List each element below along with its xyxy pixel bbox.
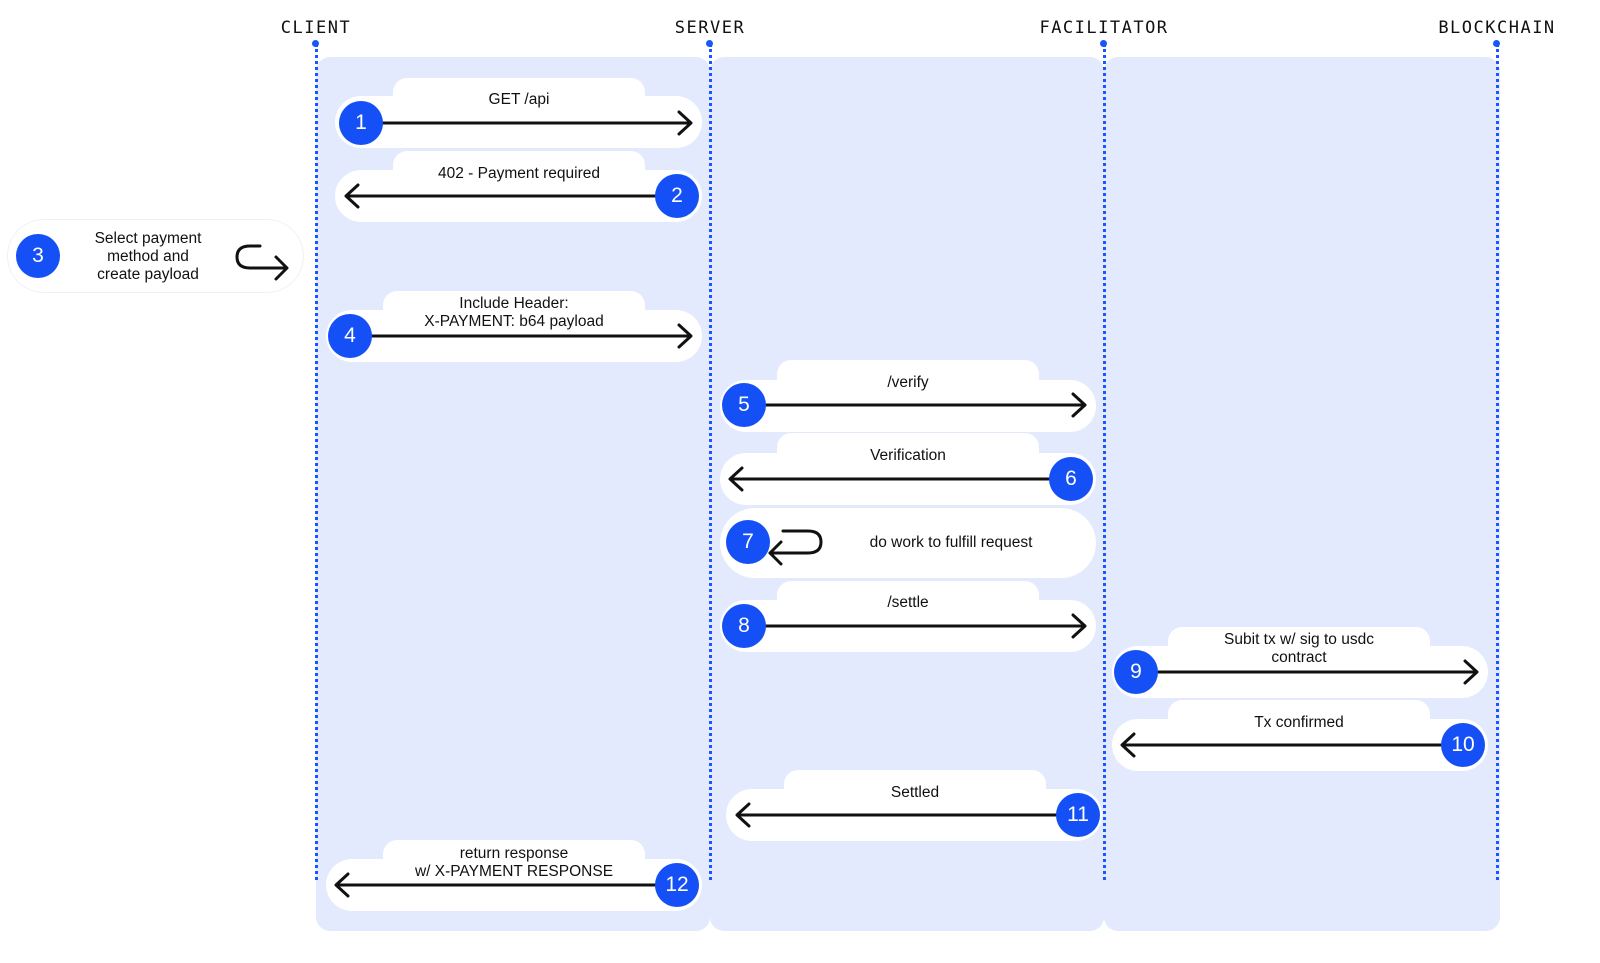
step-11-badge: 11 bbox=[1056, 793, 1100, 837]
client-lifeline-dot bbox=[312, 40, 319, 47]
step-12-label: return response w/ X-PAYMENT RESPONSE bbox=[414, 845, 614, 880]
step-12-badge: 12 bbox=[655, 863, 699, 907]
step-5-badge: 5 bbox=[722, 383, 766, 427]
step-1-label: GET /api bbox=[488, 91, 550, 108]
lane-facilitator-blockchain-background bbox=[1104, 57, 1500, 931]
facilitator-lifeline bbox=[1103, 44, 1106, 880]
blockchain-lifeline-dot bbox=[1493, 40, 1500, 47]
server-lifeline-dot bbox=[706, 40, 713, 47]
step-4-label: Include Header: X-PAYMENT: b64 payload bbox=[424, 295, 604, 330]
step-10-label: Tx confirmed bbox=[1254, 714, 1344, 731]
step-9-label: Subit tx w/ sig to usdc contract bbox=[1224, 631, 1374, 666]
actor-blockchain: BLOCKCHAIN bbox=[1438, 18, 1556, 38]
step-5-label: /verify bbox=[887, 374, 929, 391]
step-2-badge: 2 bbox=[655, 174, 699, 218]
facilitator-lifeline-dot bbox=[1100, 40, 1107, 47]
actor-client: CLIENT bbox=[280, 18, 352, 38]
step-3-badge: 3 bbox=[16, 234, 60, 278]
server-lifeline bbox=[709, 44, 712, 880]
step-3-label: Select payment method and create payload bbox=[94, 230, 202, 283]
step-9-badge: 9 bbox=[1114, 650, 1158, 694]
step-11-label: Settled bbox=[890, 784, 940, 801]
client-lifeline bbox=[315, 44, 318, 880]
step-1-badge: 1 bbox=[339, 101, 383, 145]
blockchain-lifeline bbox=[1496, 44, 1499, 880]
actor-server: SERVER bbox=[674, 18, 746, 38]
step-7-badge: 7 bbox=[726, 520, 770, 564]
step-8-badge: 8 bbox=[722, 604, 766, 648]
step-7-label: do work to fulfill request bbox=[869, 534, 1033, 551]
step-6-badge: 6 bbox=[1049, 457, 1093, 501]
step-4-badge: 4 bbox=[328, 314, 372, 358]
step-8-label: /settle bbox=[887, 594, 929, 611]
step-6-label: Verification bbox=[870, 447, 946, 464]
step-2-label: 402 - Payment required bbox=[438, 165, 600, 182]
actor-facilitator: FACILITATOR bbox=[1039, 18, 1169, 38]
step-10-badge: 10 bbox=[1441, 723, 1485, 767]
